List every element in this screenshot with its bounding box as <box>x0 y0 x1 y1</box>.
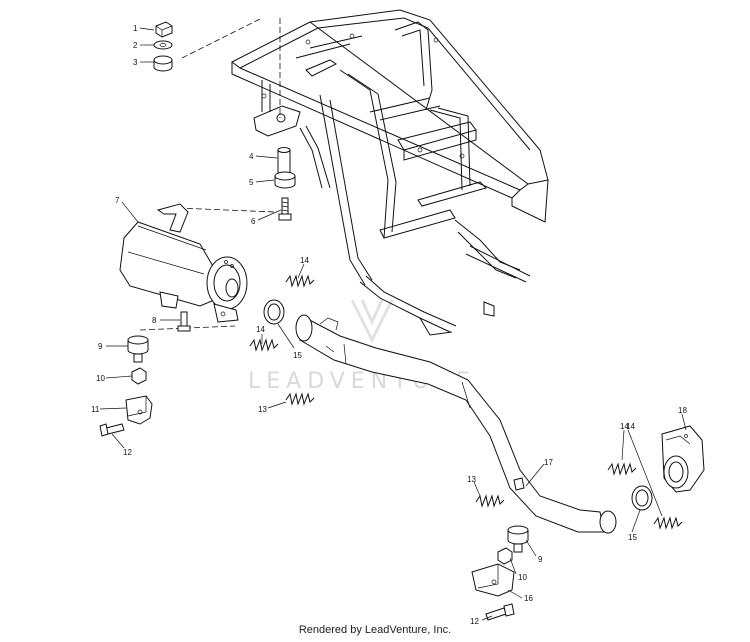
callout-labels: 1 2 3 4 5 6 7 8 9 10 11 12 13 14 14 14 1… <box>91 24 687 626</box>
frame <box>231 9 549 336</box>
callout-label: 10 <box>96 374 105 383</box>
callout-label: 14 <box>620 422 629 431</box>
callout-label: 14 <box>626 422 635 431</box>
muffler <box>119 203 248 332</box>
leader-lines <box>99 27 687 621</box>
callout-label: 16 <box>524 594 533 603</box>
nut-washer-grommet-stack <box>153 21 173 72</box>
footer-credit: Rendered by LeadVenture, Inc. <box>298 624 452 636</box>
left-mount-hardware <box>99 335 153 437</box>
spark-arrestor <box>661 425 705 493</box>
callout-label: 2 <box>133 41 138 50</box>
callout-label: 11 <box>91 405 100 414</box>
callout-label: 4 <box>249 152 254 161</box>
callout-label: 3 <box>133 58 138 67</box>
callout-label: 14 <box>256 325 265 334</box>
callout-label: 5 <box>249 178 254 187</box>
callout-label: 15 <box>628 533 637 542</box>
callout-label: 1 <box>133 24 138 33</box>
callout-label: 13 <box>258 405 267 414</box>
right-mount-hardware <box>471 525 529 621</box>
sleeve-grommet-bolt <box>274 147 296 221</box>
callout-label: 12 <box>123 448 132 457</box>
springs <box>249 274 683 530</box>
callout-label: 7 <box>115 196 120 205</box>
callout-label: 17 <box>544 458 553 467</box>
callout-label: 15 <box>293 351 302 360</box>
gaskets <box>263 299 653 511</box>
callout-label: 9 <box>98 342 103 351</box>
head-pipe <box>295 301 617 534</box>
callout-label: 9 <box>538 555 543 564</box>
callout-label: 13 <box>467 475 476 484</box>
callout-label: 18 <box>678 406 687 415</box>
callout-label: 10 <box>518 573 527 582</box>
callout-label: 12 <box>470 617 479 626</box>
callout-label: 6 <box>251 217 256 226</box>
callout-label: 8 <box>152 316 157 325</box>
callout-label: 14 <box>300 256 309 265</box>
